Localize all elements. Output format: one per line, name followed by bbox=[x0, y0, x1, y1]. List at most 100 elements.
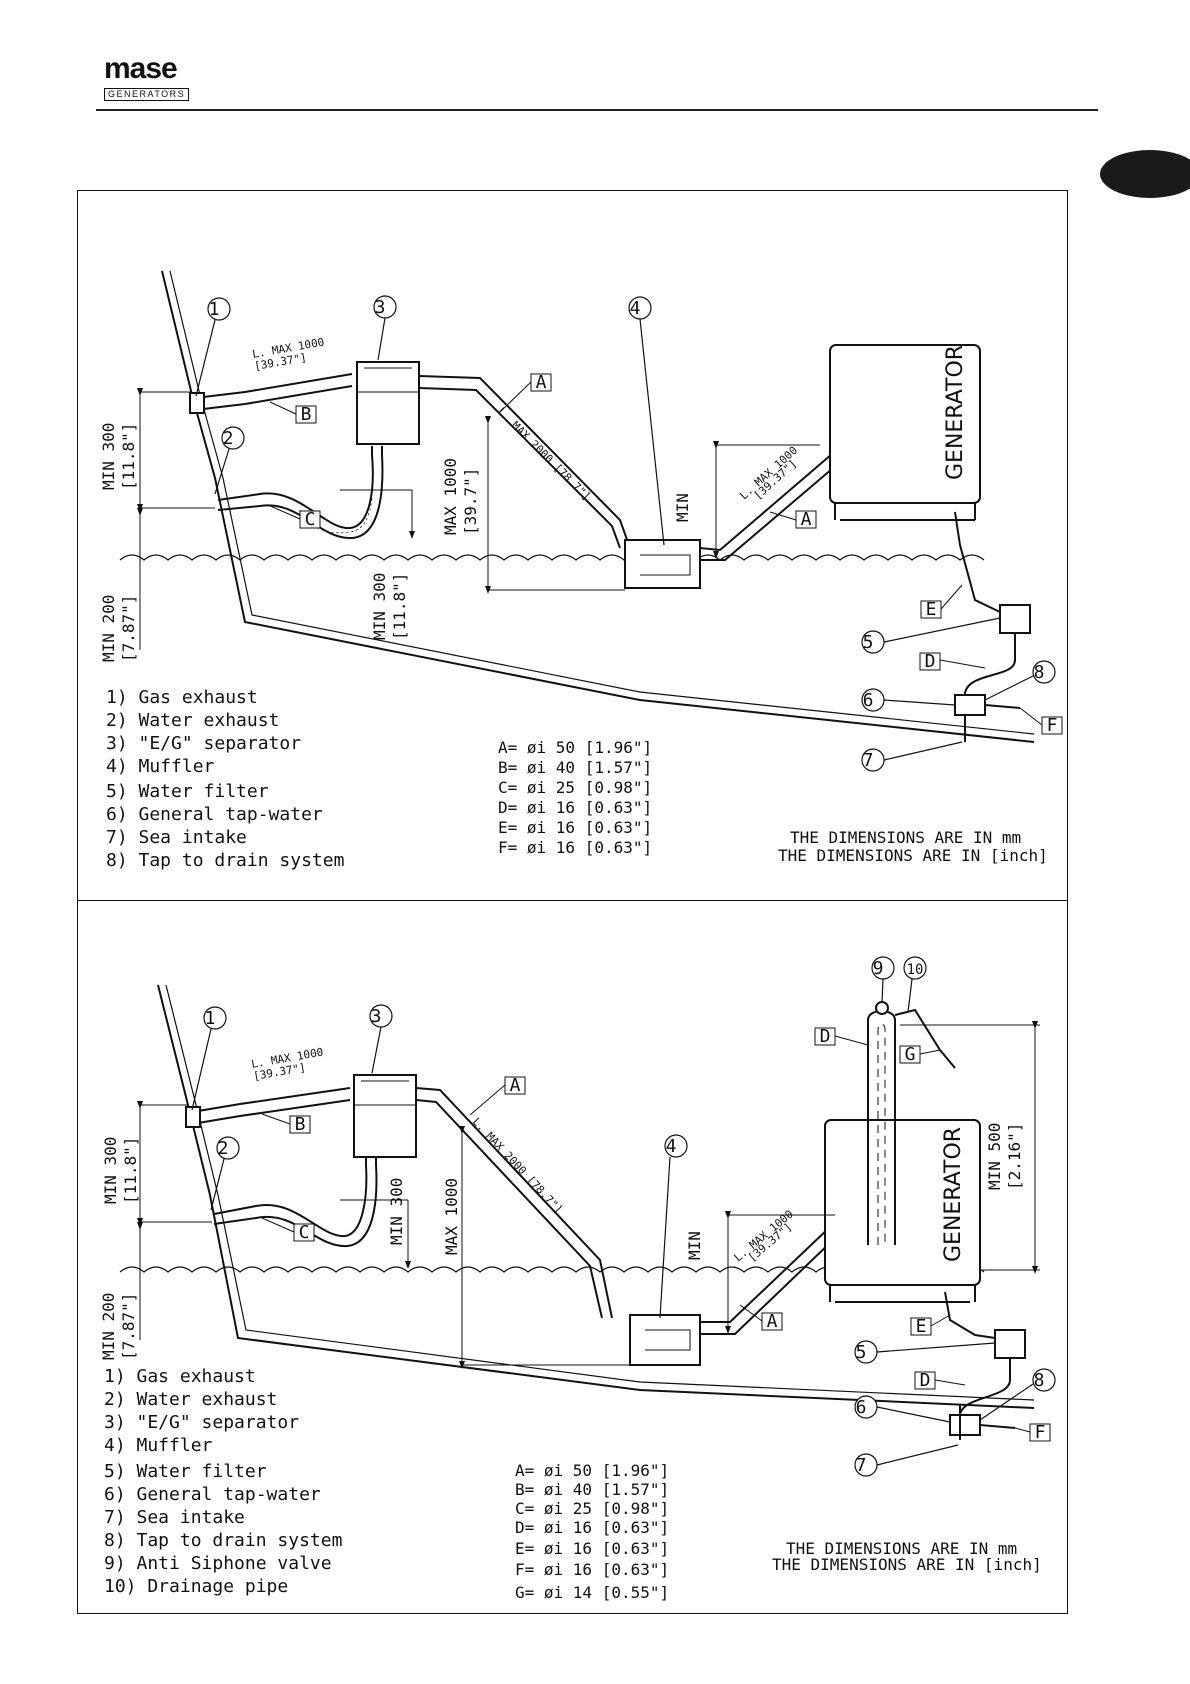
dim-1-min300-mid: MIN 300 bbox=[370, 573, 389, 640]
generator-label-2: GENERATOR bbox=[941, 1127, 966, 1262]
dim-1-max1000-in: [39.7"] bbox=[461, 468, 480, 535]
dim-1-min300-in: [11.8"] bbox=[119, 423, 138, 490]
dim-1-min: MIN bbox=[673, 493, 692, 522]
legend-2: 1) Gas exhaust 2) Water exhaust 3) "E/G"… bbox=[104, 1366, 342, 1597]
legend-1-item: 5) Water filter bbox=[106, 781, 269, 802]
dim-2-max1000: MAX 1000 bbox=[442, 1178, 461, 1255]
pipe-spec-2-item: F= øi 16 [0.63"] bbox=[515, 1560, 669, 1579]
legend-1-item: 8) Tap to drain system bbox=[106, 850, 344, 871]
header-rule bbox=[96, 109, 1098, 111]
pipe-spec-2-item: E= øi 16 [0.63"] bbox=[515, 1539, 669, 1558]
tag-2-a1: A bbox=[510, 1075, 521, 1096]
callout-1-7: 7 bbox=[863, 750, 874, 771]
tag-1-e: E bbox=[926, 599, 937, 620]
legend-2-item: 5) Water filter bbox=[104, 1461, 267, 1482]
units-note-1: THE DIMENSIONS ARE IN mm THE DIMENSIONS … bbox=[778, 828, 1048, 865]
legend-1-item: 7) Sea intake bbox=[106, 827, 247, 848]
callout-1-4: 4 bbox=[630, 298, 641, 319]
callout-1-8: 8 bbox=[1034, 662, 1045, 683]
dim-2-min200-in: [7.87"] bbox=[119, 1293, 138, 1360]
pipe-spec-1-item: F= øi 16 [0.63"] bbox=[498, 838, 652, 857]
eg-separator-2 bbox=[353, 1074, 417, 1158]
pipe-spec-2-item: D= øi 16 [0.63"] bbox=[515, 1518, 669, 1537]
legend-1-item: 1) Gas exhaust bbox=[106, 687, 258, 708]
logo-wordmark: mase bbox=[104, 52, 178, 85]
pipe-spec-2-item: A= øi 50 [1.96"] bbox=[515, 1461, 669, 1480]
callout-2-7: 7 bbox=[856, 1455, 867, 1476]
water-filter-2 bbox=[994, 1329, 1026, 1359]
section-tab bbox=[1100, 150, 1190, 198]
diagram-2-anti-siphon-installation bbox=[119, 956, 1056, 1477]
diagram-2-text: 1 2 3 4 5 6 7 8 9 10 A A B C D D E F G G… bbox=[99, 958, 1045, 1602]
pipe-spec-2: A= øi 50 [1.96"] B= øi 40 [1.57"] C= øi … bbox=[515, 1461, 669, 1602]
dim-2-min300-in: [11.8"] bbox=[121, 1137, 140, 1204]
dim-2-min500-in: [2.16"] bbox=[1005, 1123, 1024, 1190]
legend-2-item: 3) "E/G" separator bbox=[104, 1412, 299, 1433]
tag-2-f: F bbox=[1035, 1422, 1046, 1443]
tag-2-d1: D bbox=[820, 1026, 831, 1047]
pipe-spec-1: A= øi 50 [1.96"] B= øi 40 [1.57"] C= øi … bbox=[498, 738, 652, 857]
units-note-1-inch: THE DIMENSIONS ARE IN [inch] bbox=[778, 846, 1048, 865]
diagram-1-standard-installation bbox=[119, 270, 1063, 772]
dim-1-min200: MIN 200 bbox=[99, 595, 118, 662]
legend-1-item: 6) General tap-water bbox=[106, 804, 323, 825]
tag-1-c: C bbox=[305, 509, 316, 530]
callout-1-2: 2 bbox=[223, 428, 234, 449]
tap-valve-1 bbox=[954, 694, 986, 716]
tap-valve-2 bbox=[949, 1414, 981, 1436]
callout-2-4: 4 bbox=[666, 1136, 677, 1157]
units-note-1-mm: THE DIMENSIONS ARE IN mm bbox=[790, 828, 1021, 847]
dim-1-max1000: MAX 1000 bbox=[441, 458, 460, 535]
units-note-2-inch: THE DIMENSIONS ARE IN [inch] bbox=[772, 1555, 1042, 1574]
dim-1-min300-mid-in: [11.8"] bbox=[390, 573, 409, 640]
tag-2-a2: A bbox=[767, 1311, 778, 1332]
legend-1-item: 4) Muffler bbox=[106, 756, 215, 777]
tag-2-c: C bbox=[299, 1222, 310, 1243]
tag-2-d2: D bbox=[920, 1370, 931, 1391]
pipe-spec-2-item: B= øi 40 [1.57"] bbox=[515, 1480, 669, 1499]
units-note-2-mm: THE DIMENSIONS ARE IN mm bbox=[786, 1539, 1017, 1558]
generator-1 bbox=[829, 344, 981, 504]
pipe-spec-2-item: G= øi 14 [0.55"] bbox=[515, 1583, 669, 1602]
drawing-frame bbox=[77, 190, 1068, 1614]
eg-separator-1 bbox=[356, 361, 420, 445]
callout-2-9: 9 bbox=[873, 958, 884, 979]
generator-2 bbox=[824, 1119, 981, 1286]
generator-label-1: GENERATOR bbox=[943, 345, 968, 480]
legend-2-item: 2) Water exhaust bbox=[104, 1389, 277, 1410]
logo-subtitle: GENERATORS bbox=[104, 88, 190, 101]
callout-2-10: 10 bbox=[907, 962, 924, 978]
pipe-spec-1-item: B= øi 40 [1.57"] bbox=[498, 758, 652, 777]
frame-divider bbox=[77, 900, 1068, 901]
tag-2-e: E bbox=[916, 1316, 927, 1337]
mase-logo: mase GENERATORS bbox=[104, 52, 212, 101]
callout-2-5: 5 bbox=[856, 1342, 867, 1363]
tag-2-b: B bbox=[295, 1114, 306, 1135]
tag-1-a1: A bbox=[536, 372, 547, 393]
dim-2-min300-mid: MIN 300 bbox=[387, 1178, 406, 1245]
hull-2 bbox=[157, 984, 1035, 1409]
legend-1-item: 2) Water exhaust bbox=[106, 710, 279, 731]
legend-2-item: 1) Gas exhaust bbox=[104, 1366, 256, 1387]
callout-1-1: 1 bbox=[209, 299, 220, 320]
legend-1: 1) Gas exhaust 2) Water exhaust 3) "E/G"… bbox=[106, 687, 344, 871]
dim-1-min300: MIN 300 bbox=[99, 423, 118, 490]
pipe-spec-1-item: C= øi 25 [0.98"] bbox=[498, 778, 652, 797]
legend-2-item: 7) Sea intake bbox=[104, 1507, 245, 1528]
dim-2-min300: MIN 300 bbox=[101, 1137, 120, 1204]
dim-1-min200-in: [7.87"] bbox=[119, 595, 138, 662]
dim-2-min200: MIN 200 bbox=[99, 1293, 118, 1360]
anti-siphon-valve bbox=[875, 1001, 889, 1015]
callout-2-2: 2 bbox=[218, 1138, 229, 1159]
dim-2-min: MIN bbox=[685, 1231, 704, 1260]
tag-1-f: F bbox=[1047, 715, 1058, 736]
tag-1-b: B bbox=[301, 404, 312, 425]
tag-1-a2: A bbox=[801, 509, 812, 530]
water-filter-1 bbox=[999, 604, 1031, 634]
dim-2-min500: MIN 500 bbox=[985, 1123, 1004, 1190]
legend-2-item: 8) Tap to drain system bbox=[104, 1530, 342, 1551]
units-note-2: THE DIMENSIONS ARE IN mm THE DIMENSIONS … bbox=[772, 1539, 1042, 1574]
tag-2-g: G bbox=[905, 1044, 916, 1065]
dim-2-lmax-hose: L. MAX 2000 [78.7"] bbox=[470, 1115, 565, 1216]
